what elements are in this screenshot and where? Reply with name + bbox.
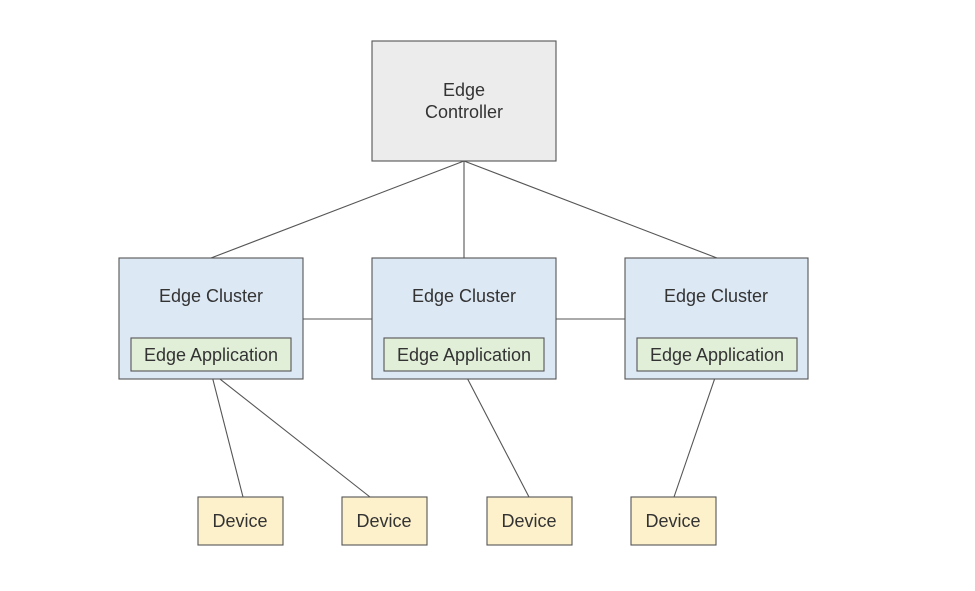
edge-application-label: Edge Application <box>144 345 278 365</box>
edge-application-box <box>130 337 292 372</box>
device-node-4: Device <box>630 496 717 546</box>
link-app-1-device-1 <box>210 371 244 498</box>
edge-cluster-label: Edge Cluster <box>412 286 516 306</box>
link-app-3-device-4 <box>673 371 718 498</box>
connectors <box>210 160 718 498</box>
device-box <box>630 496 717 546</box>
link-controller-cluster-1 <box>210 160 465 259</box>
device-box <box>197 496 284 546</box>
edge-controller-box <box>371 40 557 162</box>
link-controller-cluster-3 <box>463 160 718 259</box>
device-node-3: Device <box>486 496 573 546</box>
link-app-2-device-3 <box>463 371 530 498</box>
device-node-1: Device <box>197 496 284 546</box>
edge-application-box <box>383 337 545 372</box>
edge-cluster-label: Edge Cluster <box>159 286 263 306</box>
device-label: Device <box>501 511 556 531</box>
edge-cluster-label: Edge Cluster <box>664 286 768 306</box>
edge-application-box <box>636 337 798 372</box>
device-box <box>341 496 428 546</box>
edge-cluster-node-1: Edge Cluster Edge Application <box>118 257 304 380</box>
link-app-1-device-2 <box>210 371 371 498</box>
edge-controller-label-line2: Controller <box>425 102 503 122</box>
device-node-2: Device <box>341 496 428 546</box>
edge-controller-node: Edge Controller <box>371 40 557 162</box>
edge-application-label: Edge Application <box>650 345 784 365</box>
edge-cluster-node-3: Edge Cluster Edge Application <box>624 257 809 380</box>
edge-cluster-node-2: Edge Cluster Edge Application <box>371 257 557 380</box>
edge-controller-label-line1: Edge <box>443 80 485 100</box>
device-box <box>486 496 573 546</box>
device-label: Device <box>212 511 267 531</box>
device-label: Device <box>356 511 411 531</box>
device-label: Device <box>645 511 700 531</box>
edge-application-label: Edge Application <box>397 345 531 365</box>
